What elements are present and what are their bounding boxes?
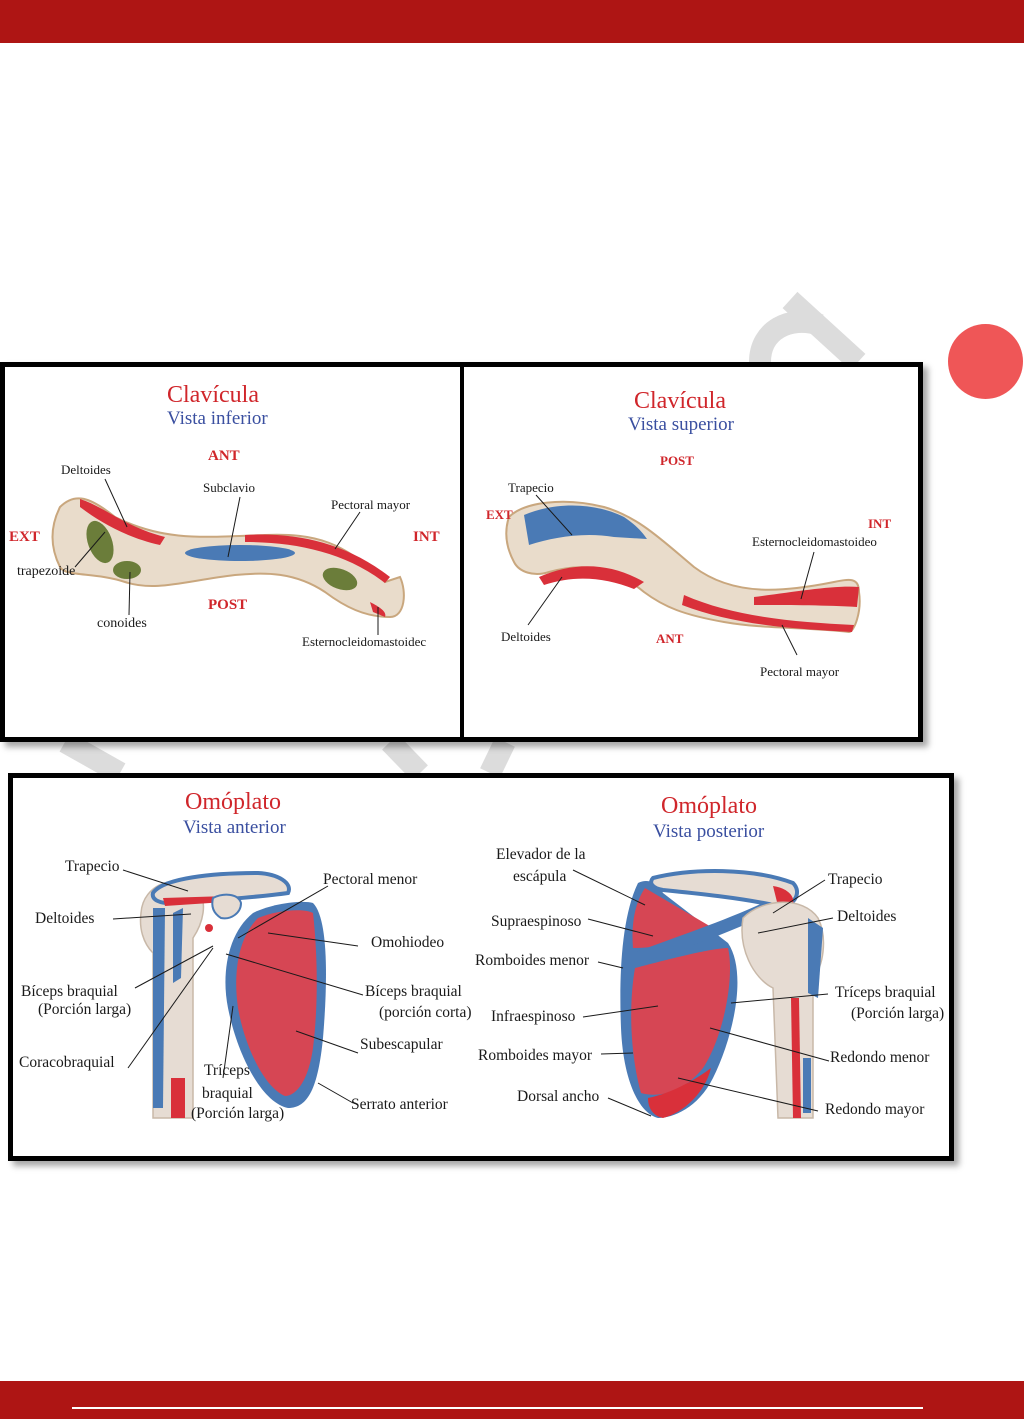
scapula-anterior-illustration: [112, 869, 364, 1119]
direction-internal: INT: [868, 516, 892, 531]
label-esternocleidomastoideo: Esternocleidomastoidec: [302, 634, 427, 649]
coracoid: [211, 893, 243, 920]
label-supraespinoso: Supraespinoso: [491, 913, 582, 930]
pectoral-origin: [682, 595, 854, 632]
figure-subtitle: Vista anterior: [183, 817, 286, 838]
figure-subtitle: Vista inferior: [167, 408, 268, 429]
clavicle-inferior-view: Clavícula Vista inferior ANT POST EXT IN…: [5, 367, 460, 737]
label-triceps-note: (Porción larga): [851, 1005, 945, 1022]
label-romboides-menor: Romboides menor: [475, 952, 590, 969]
label-pectoral-menor: Pectoral menor: [323, 871, 418, 888]
label-omohiodeo: Omohiodeo: [371, 934, 445, 951]
humerus-red: [171, 1078, 185, 1118]
label-subescapular: Subescapular: [360, 1036, 443, 1053]
deltoid-origin: [539, 566, 644, 589]
humerus-blue-low: [803, 1058, 811, 1113]
label-romboides-mayor: Romboides mayor: [478, 1047, 593, 1064]
figure-subtitle: Vista superior: [628, 414, 734, 435]
scapula-posterior-view: Omóplato Vista posterior Elevador de la …: [473, 778, 949, 1156]
clavicle-superior-view: Clavícula Vista superior POST EXT INT AN…: [464, 367, 919, 737]
spine-of-scapula: [633, 898, 783, 963]
label-redondo-mayor: Redondo mayor: [825, 1101, 925, 1118]
figure-title: Clavícula: [634, 388, 726, 414]
deltoid-origin: [80, 499, 165, 545]
subscapularis: [236, 910, 317, 1096]
figure-title: Clavícula: [167, 382, 259, 408]
label-triceps-line1: Tríceps: [204, 1062, 250, 1079]
scapula-anterior-view: Omóplato Vista anterior Trapecio Deltoid…: [13, 778, 473, 1156]
label-deltoides: Deltoides: [61, 462, 111, 477]
page-marker-dot: [948, 324, 1023, 399]
conoid-tubercle: [113, 561, 141, 579]
figure-subtitle: Vista posterior: [653, 821, 765, 842]
figure-title: Omóplato: [185, 789, 281, 815]
figure-title: Omóplato: [661, 793, 757, 819]
header-bar: [0, 0, 1024, 43]
humerus-blue-1: [153, 908, 165, 1108]
label-biceps-larga: Bíceps braquial: [21, 983, 118, 1000]
humerus-blue-2: [173, 908, 183, 983]
teres-major: [648, 1068, 711, 1118]
leader-lines: [112, 869, 364, 1104]
clavicle-inferior-illustration: [51, 478, 405, 635]
humerus-blue: [808, 918, 823, 998]
label-esternocleidomastoideo: Esternocleidomastoideo: [752, 534, 877, 549]
label-elevador-line2: escápula: [513, 868, 567, 885]
label-serrato-anterior: Serrato anterior: [351, 1096, 448, 1113]
label-biceps-corta: Bíceps braquial: [365, 983, 462, 1000]
scapula-figure: Omóplato Vista anterior Trapecio Deltoid…: [8, 773, 954, 1161]
label-conoides: conoides: [97, 616, 147, 631]
footer-rule: [72, 1407, 923, 1409]
label-subclavio: Subclavio: [203, 480, 255, 495]
acromion-deltoid: [163, 896, 228, 906]
humerus-red: [791, 998, 801, 1118]
label-deltoides: Deltoides: [501, 629, 551, 644]
footer-bar: [0, 1381, 1024, 1419]
biceps-origin: [205, 924, 213, 932]
direction-external: EXT: [9, 529, 40, 545]
leader-lines: [527, 494, 815, 656]
leader-lines: [572, 869, 834, 1117]
label-dorsal-ancho: Dorsal ancho: [517, 1088, 600, 1105]
label-trapecio: Trapecio: [65, 858, 120, 875]
label-triceps-note: (Porción larga): [191, 1105, 285, 1122]
scm-origin: [754, 586, 859, 607]
direction-anterior: ANT: [656, 631, 684, 646]
label-pectoral-mayor: Pectoral mayor: [331, 497, 411, 512]
scapula-posterior-illustration: [572, 869, 834, 1119]
label-pectoral-mayor: Pectoral mayor: [760, 664, 840, 679]
costal-impression: [322, 567, 358, 591]
figure-divider: [460, 367, 464, 737]
label-trapecio: Trapecio: [508, 480, 554, 495]
direction-external: EXT: [486, 507, 513, 522]
direction-anterior: ANT: [208, 448, 240, 464]
label-elevador-line1: Elevador de la: [496, 846, 586, 863]
subclavius-groove: [185, 545, 295, 561]
label-trapezoide: trapezoide: [17, 564, 76, 579]
label-triceps: Tríceps braquial: [835, 984, 936, 1001]
direction-posterior: POST: [208, 597, 248, 613]
label-deltoides: Deltoides: [35, 910, 95, 927]
direction-posterior: POST: [660, 453, 694, 468]
trapezoid-line: [86, 520, 114, 564]
label-coracobraquial: Coracobraquial: [19, 1054, 115, 1071]
label-infraespinoso: Infraespinoso: [491, 1008, 576, 1025]
clavicle-figure: Clavícula Vista inferior ANT POST EXT IN…: [0, 362, 923, 742]
infraspinatus: [631, 948, 731, 1095]
leader-lines: [74, 478, 379, 635]
label-triceps-line2: braquial: [202, 1085, 253, 1102]
label-trapecio: Trapecio: [828, 871, 883, 888]
label-deltoides: Deltoides: [837, 908, 897, 925]
label-redondo-menor: Redondo menor: [830, 1049, 930, 1066]
direction-internal: INT: [413, 529, 440, 545]
label-biceps-larga-note: (Porción larga): [38, 1001, 132, 1018]
clavicle-superior-illustration: [505, 494, 861, 656]
label-biceps-corta-note: (porción corta): [379, 1004, 472, 1021]
pectoral-origin: [245, 534, 390, 583]
